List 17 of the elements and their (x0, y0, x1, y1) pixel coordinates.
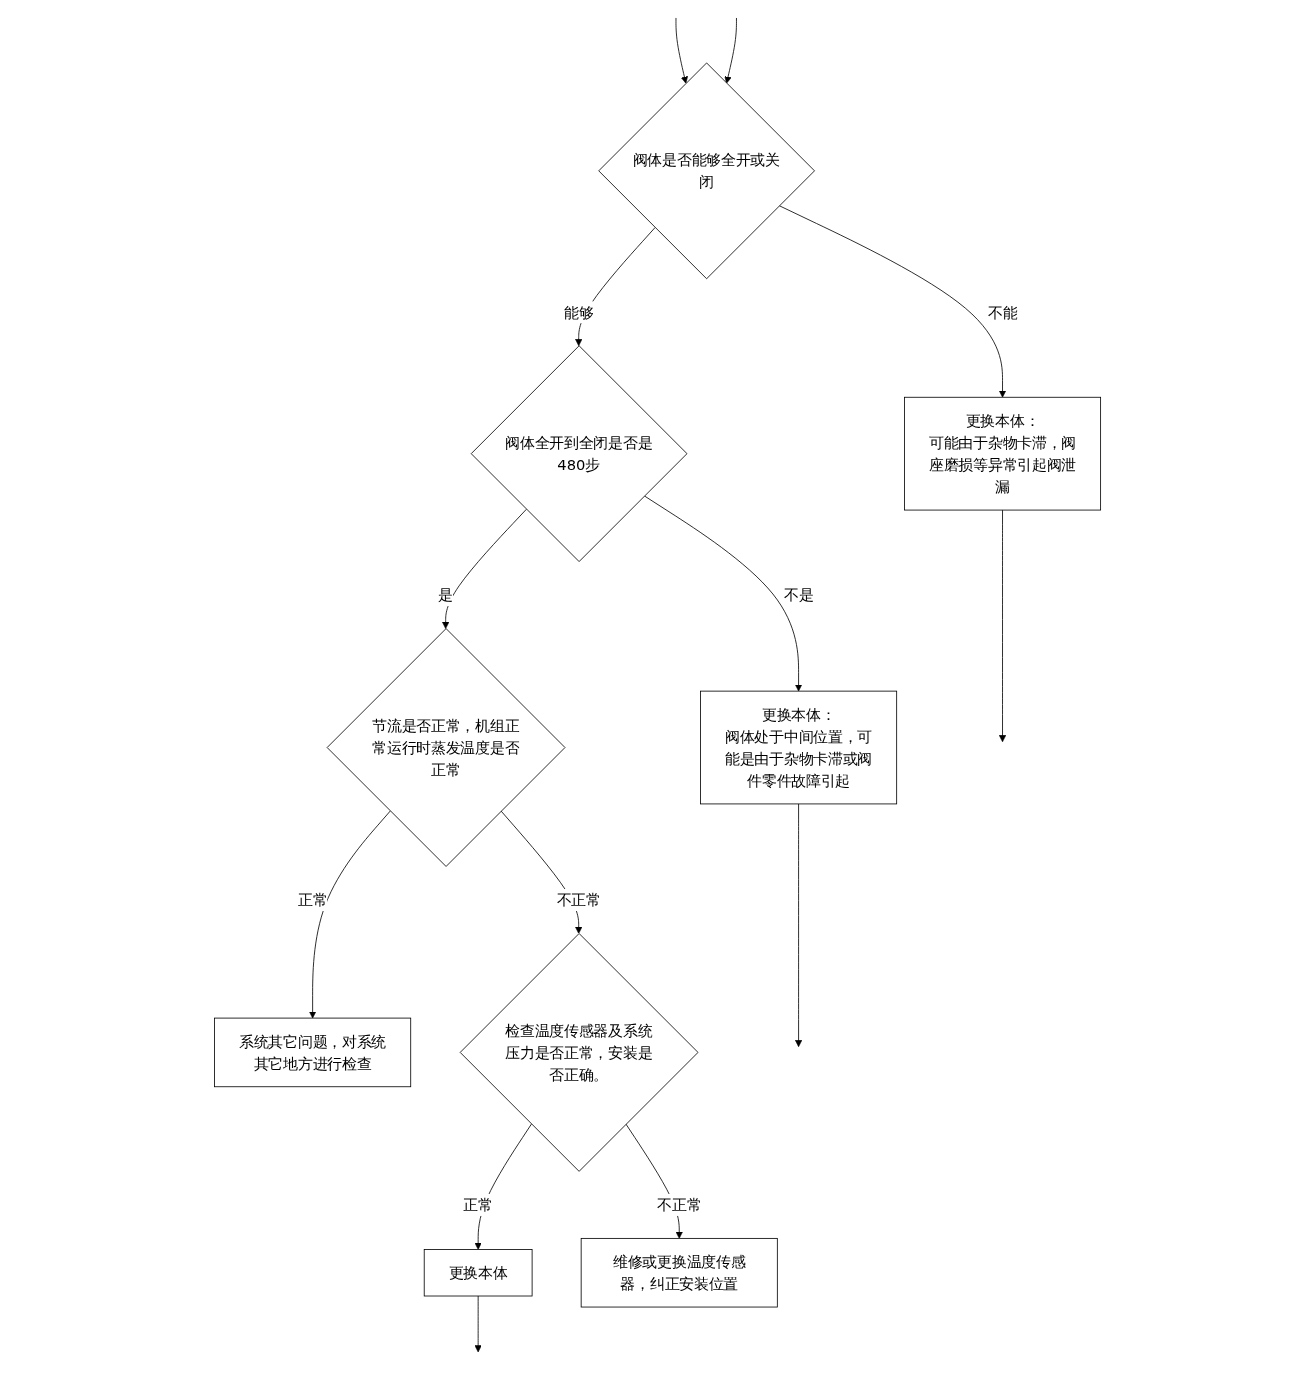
edge-label: 能够 (564, 303, 594, 321)
node-box: 更换本体： 可能由于杂物卡滞，阀座磨损等异常引起阀泄漏 (904, 396, 1102, 511)
node-box: 更换本体 (424, 1249, 533, 1297)
edge-label: 正常 (463, 1196, 494, 1214)
node-box: 更换本体： 阀体处于中间位置，可能是由于杂物卡滞或阀件零件故障引起 (700, 690, 898, 805)
edge-label: 不正常 (557, 891, 602, 909)
node-diamond: 阀体全开到全闭是否是480步 (471, 345, 688, 562)
edge-label: 不是 (784, 586, 814, 604)
edge-label: 正常 (298, 891, 328, 909)
edge-label: 不正常 (657, 1196, 702, 1214)
node-box: 维修或更换温度传感器，纠正安装位置 (581, 1237, 779, 1308)
node-diamond: 阀体是否能够全开或关闭 (598, 62, 816, 280)
node-diamond: 节流是否正常，机组正常运行时蒸发温度是否正常 (327, 628, 566, 867)
node-diamond: 检查温度传感器及系统压力是否正常，安装是否正确。 (460, 933, 699, 1172)
edge-label: 不能 (988, 303, 1018, 321)
node-box: 系统其它问题，对系统其它地方进行检查 (214, 1017, 412, 1088)
edge-label: 是 (438, 586, 454, 604)
